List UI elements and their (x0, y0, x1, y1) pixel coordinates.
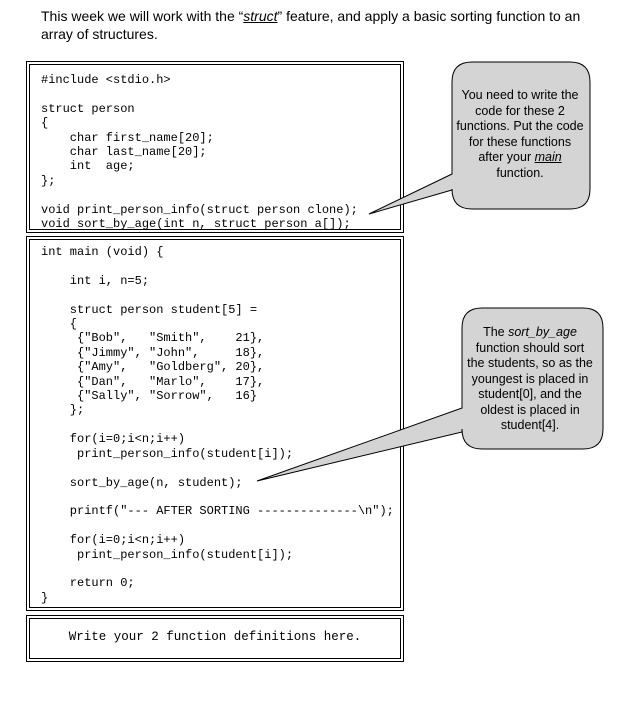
callout1-keyword-main: main (534, 150, 562, 164)
callout2-text-part2: function should sort the students, so as… (467, 340, 593, 433)
callout1-text-part2: function. (496, 165, 544, 180)
callout1-bubble (368, 61, 591, 215)
callout2-text: The sort_by_age function should sort the… (466, 325, 594, 434)
intro-keyword-struct: struct (243, 8, 278, 24)
callout2-bubble (256, 307, 604, 482)
callout1-text-part1: You need to write the code for these 2 f… (456, 88, 584, 164)
main-function-code: int main (void) { int i, n=5; struct per… (41, 245, 394, 605)
intro-text-after: ” feature, and apply a basic sorting fun… (41, 8, 581, 42)
function-definitions-box: Write your 2 function definitions here. (26, 615, 404, 662)
callout2-keyword-sort-by-age: sort_by_age (508, 325, 577, 339)
intro-paragraph: This week we will work with the “struct”… (41, 7, 601, 43)
declarations-code-box: #include <stdio.h> struct person { char … (26, 61, 404, 233)
callout2-text-part1: The (483, 325, 509, 339)
declarations-code: #include <stdio.h> struct person { char … (41, 73, 358, 232)
intro-text-before: This week we will work with the “ (41, 8, 244, 24)
callout1-text: You need to write the code for these 2 f… (456, 88, 584, 181)
function-definitions-prompt: Write your 2 function definitions here. (68, 630, 362, 644)
main-code-box: int main (void) { int i, n=5; struct per… (26, 236, 404, 611)
